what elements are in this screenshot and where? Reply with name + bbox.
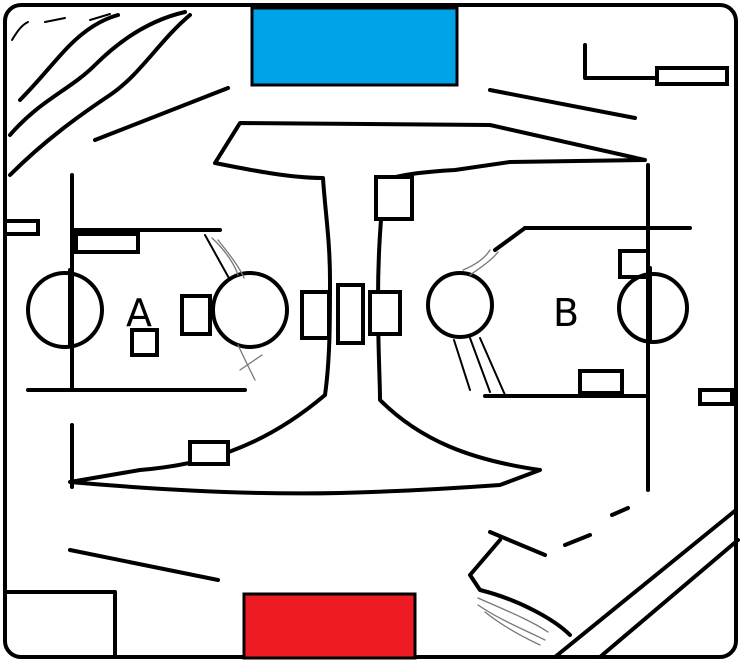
cover-crate: [3, 219, 40, 236]
wall-segment: [493, 226, 527, 252]
wall-segment: [68, 548, 220, 582]
cover-crate: [618, 249, 650, 279]
site-a-pillar: [26, 271, 104, 349]
cover-crate: [578, 369, 624, 395]
cover-crate: [180, 294, 212, 336]
site-b-pillar: [617, 272, 689, 344]
wall-segment: [610, 506, 630, 517]
wall-segment: [488, 88, 637, 120]
cover-crate: [188, 440, 230, 466]
river-top-left: [8, 10, 192, 177]
wall-segment: [468, 538, 572, 637]
wall-segment: [488, 530, 547, 557]
wall-segment: [93, 86, 230, 142]
cover-crate: [698, 388, 734, 406]
site-b-label: B: [553, 291, 579, 335]
site-b-pillar: [426, 271, 494, 339]
site-a-pillar: [211, 271, 289, 349]
cover-crate: [336, 283, 365, 345]
cover-crate: [368, 290, 402, 336]
cover-crate: [374, 175, 414, 221]
site-a-label: A: [126, 291, 152, 335]
ramp-hatching: [204, 234, 506, 396]
cover-crate: [300, 290, 331, 340]
cover-crate: [655, 66, 729, 86]
cover-crate: [74, 232, 140, 254]
central-structure: [68, 121, 647, 496]
site-b: [426, 266, 689, 344]
river-bottom-right: [598, 538, 740, 659]
red-spawn-zone: [242, 592, 417, 660]
cover-crate: [130, 328, 159, 357]
river-bottom-right: [553, 508, 738, 659]
site-a: [26, 268, 289, 357]
blue-spawn-zone: [250, 6, 459, 87]
wall-segment: [563, 533, 592, 547]
wall-segment: [3, 590, 117, 659]
